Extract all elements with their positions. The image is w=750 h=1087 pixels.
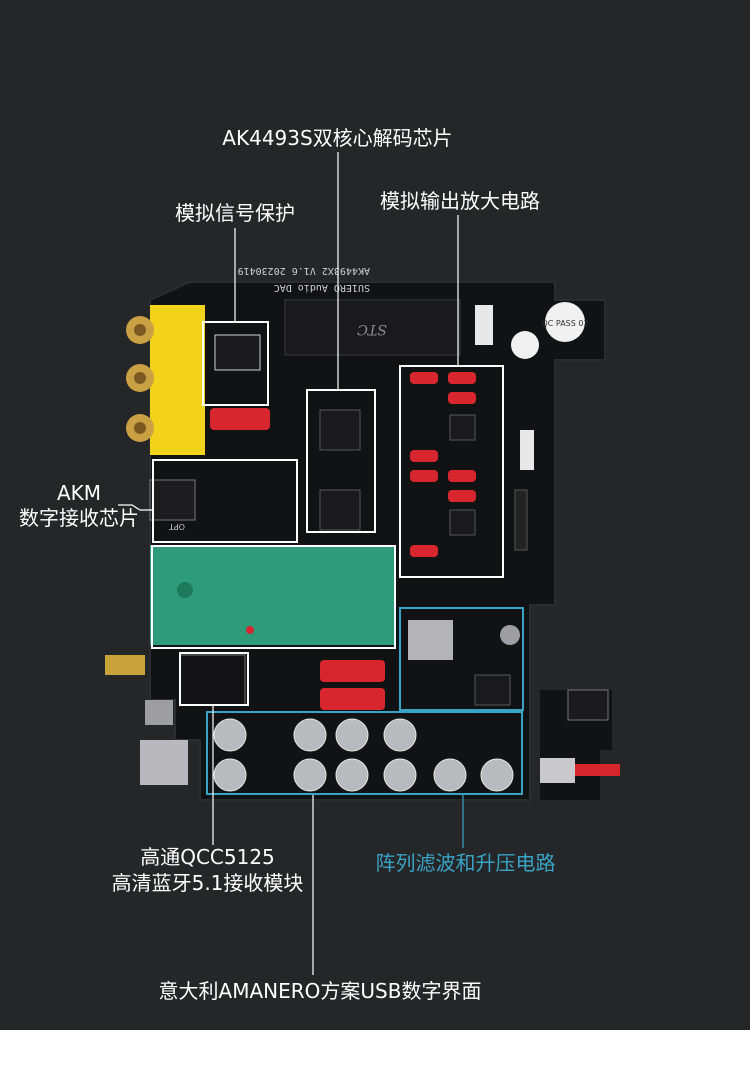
label-akm-line1: AKM [56,481,102,505]
annotation-boxes [151,321,524,795]
dac-chip-2 [319,489,361,531]
dac-board-illustration: AK4493X2 V1.6 20230419 SU1ERO Audio DAC … [105,152,620,975]
box-usb-module [151,545,396,649]
antenna-connector [105,655,145,675]
red-cap-mid-1 [320,660,385,682]
dc-jack [567,689,609,721]
red-cap [210,408,270,430]
box-analog-output [399,365,504,578]
box-filter-lower [206,711,523,795]
usb-c-port [145,700,173,725]
optical-port [149,479,196,521]
svg-text:STC: STC [357,321,387,337]
box-filter-upper [399,607,524,711]
check-sticker [511,331,539,359]
bt-module [179,654,246,706]
label-akm-line2: 数字接收芯片 [19,506,139,530]
box-qcc [179,652,249,706]
mcu-chip [284,299,461,356]
switch-lever [575,764,620,776]
electrolytic-caps [213,718,514,792]
label-filter-boost: 阵列滤波和升压电路 [375,851,556,875]
power-switch [540,758,575,783]
rca-housing [150,305,205,455]
inductor-1 [474,674,511,706]
side-connector [520,430,534,470]
label-qcc-line2: 高清蓝牙5.1接收模块 [111,871,304,895]
pin-header [514,489,528,551]
label-analog-protect: 模拟信号保护 [175,201,295,225]
red-cap-mid-2 [320,688,385,710]
relay [214,334,261,371]
dac-chip-1 [319,409,361,451]
qc-sticker [545,302,585,342]
label-dac-chip: AK4493S双核心解码芯片 [222,126,453,150]
usb-b-port [140,740,188,785]
cap-small [500,625,520,645]
box-akm [152,459,298,543]
svg-text:QC PASS 02: QC PASS 02 [541,319,588,328]
label-qcc-line1: 高通QCC5125 [140,845,275,869]
box-dac-chip [306,389,376,533]
board-model-text: AK4493X2 V1.6 20230419 [238,265,370,276]
label-analog-output: 模拟输出放大电路 [380,189,540,213]
leader-lines [118,152,459,975]
output-red-caps [410,372,476,557]
board-brand-text: SU1ERO Audio DAC [274,282,370,293]
header-connector [475,305,493,345]
label-usb-interface: 意大利AMANERO方案USB数字界面 [158,979,482,1003]
regulator [408,620,453,660]
product-photo: AK4493X2 V1.6 20230419 SU1ERO Audio DAC … [0,0,750,1030]
svg-text:OPT: OPT [169,522,185,531]
output-op-amps [449,414,476,536]
